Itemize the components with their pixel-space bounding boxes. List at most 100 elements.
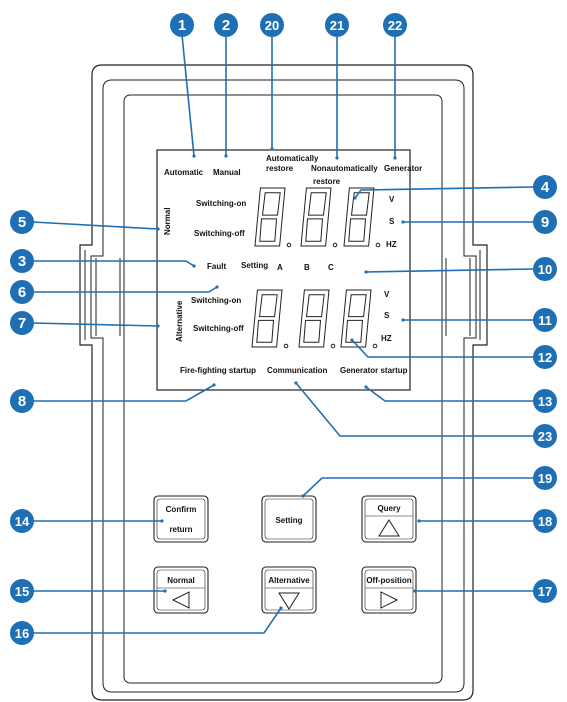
leader-line-3 [33, 260, 195, 267]
label-phase-a: A [277, 263, 283, 272]
badge-number-6: 6 [18, 284, 26, 301]
alt-digit-2 [298, 289, 336, 349]
badge-circle-9 [533, 210, 557, 234]
label-unit-s: S [389, 217, 395, 226]
label-alt-unit-v: V [384, 290, 390, 299]
label-auto-restore-2: restore [266, 164, 294, 173]
badge-number-4: 4 [541, 179, 550, 196]
top-labels: Automatic Manual Automatically restore N… [164, 154, 422, 186]
leader-line-8 [33, 384, 215, 402]
alt-digit-1 [251, 289, 289, 349]
badge-circle-7 [10, 311, 34, 335]
label-fire-fighting: Fire-fighting startup [180, 366, 256, 375]
label-nonauto-restore-1: Nonautomatically [311, 164, 378, 173]
query-button[interactable]: Query [361, 495, 417, 543]
callout-badge-1: 1 [170, 13, 194, 37]
badge-circle-13 [533, 389, 557, 413]
confirm-label: Confirm [166, 505, 197, 514]
label-unit-hz: HZ [386, 240, 397, 249]
label-switching-off: Switching-off [194, 229, 245, 238]
callout-badge-6: 6 [10, 280, 34, 304]
callout-badge-20: 20 [260, 13, 284, 37]
leader-line-5 [32, 221, 159, 230]
query-label: Query [377, 504, 401, 513]
leader-end-22 [393, 156, 397, 160]
leader-end-9 [401, 220, 405, 224]
badge-circle-10 [533, 257, 557, 281]
leader-end-12 [350, 338, 354, 342]
device-outline [79, 64, 488, 701]
up-triangle-icon [378, 519, 400, 537]
badge-circle-8 [10, 389, 34, 413]
leader-end-1 [192, 154, 196, 158]
badge-circle-18 [533, 509, 557, 533]
leader-end-11 [401, 318, 405, 322]
label-communication: Communication [267, 366, 328, 375]
badge-number-21: 21 [330, 18, 344, 33]
callout-badge-21: 21 [325, 13, 349, 37]
off-position-button[interactable]: Off-position [361, 566, 417, 614]
off-position-label: Off-position [366, 576, 411, 585]
leader-end-17 [413, 589, 417, 593]
leader-line-19 [302, 477, 535, 497]
badge-circle-20 [260, 13, 284, 37]
label-nonauto-restore-2: restore [313, 177, 341, 186]
badge-circle-3 [10, 249, 34, 273]
keypad: Confirm return Setting Query Normal Alte… [153, 495, 417, 614]
normal-section: Normal Switching-on Switching-off V S HZ [163, 187, 397, 249]
callout-badge-13: 13 [533, 389, 557, 413]
badge-number-16: 16 [15, 626, 29, 641]
leader-end-10 [364, 270, 368, 274]
setting-button-label: Setting [275, 516, 302, 525]
down-triangle-icon [278, 592, 300, 610]
leader-end-21 [335, 156, 339, 160]
badge-number-20: 20 [265, 18, 279, 33]
alt-digit-3 [340, 289, 378, 349]
badge-number-12: 12 [538, 350, 552, 365]
leader-line-7 [32, 322, 159, 327]
confirm-return-button[interactable]: Confirm return [153, 495, 209, 543]
leader-end-15 [163, 589, 167, 593]
callout-badge-12: 12 [533, 345, 557, 369]
normal-digit-3 [343, 187, 381, 248]
callout-badge-11: 11 [533, 308, 557, 332]
callout-badge-19: 19 [533, 466, 557, 490]
return-label: return [169, 525, 192, 534]
callout-badge-4: 4 [533, 175, 557, 199]
callout-leader-lines [32, 34, 536, 634]
alternative-button[interactable]: Alternative [261, 566, 317, 614]
badge-circle-6 [10, 280, 34, 304]
callout-badge-23: 23 [533, 424, 557, 448]
callout-badge-9: 9 [533, 210, 557, 234]
badge-number-1: 1 [178, 17, 186, 34]
leader-end-7 [156, 324, 160, 328]
callout-badge-5: 5 [10, 210, 34, 234]
badge-circle-23 [533, 424, 557, 448]
label-alt-unit-s: S [384, 311, 390, 320]
callout-badge-22: 22 [383, 13, 407, 37]
callout-badge-8: 8 [10, 389, 34, 413]
normal-button[interactable]: Normal [153, 566, 209, 614]
badge-circle-5 [10, 210, 34, 234]
badge-number-17: 17 [538, 584, 552, 599]
callout-badge-7: 7 [10, 311, 34, 335]
label-manual: Manual [213, 168, 241, 177]
callout-badge-10: 10 [533, 257, 557, 281]
badge-number-9: 9 [541, 214, 549, 231]
leader-end-19 [301, 494, 305, 498]
bottom-labels: Fire-fighting startup Communication Gene… [180, 366, 408, 375]
leader-end-14 [160, 519, 164, 523]
label-alt-switching-on: Switching-on [191, 296, 241, 305]
badge-circle-14 [10, 509, 34, 533]
label-switching-on: Switching-on [196, 199, 246, 208]
leader-line-10 [365, 268, 536, 273]
leader-end-2 [224, 154, 228, 158]
label-phase-b: B [304, 263, 310, 272]
setting-button[interactable]: Setting [261, 495, 317, 543]
leader-end-3 [192, 264, 196, 268]
label-auto-restore-1: Automatically [266, 154, 319, 163]
leader-line-4 [354, 186, 536, 199]
label-alt-switching-off: Switching-off [193, 324, 244, 333]
